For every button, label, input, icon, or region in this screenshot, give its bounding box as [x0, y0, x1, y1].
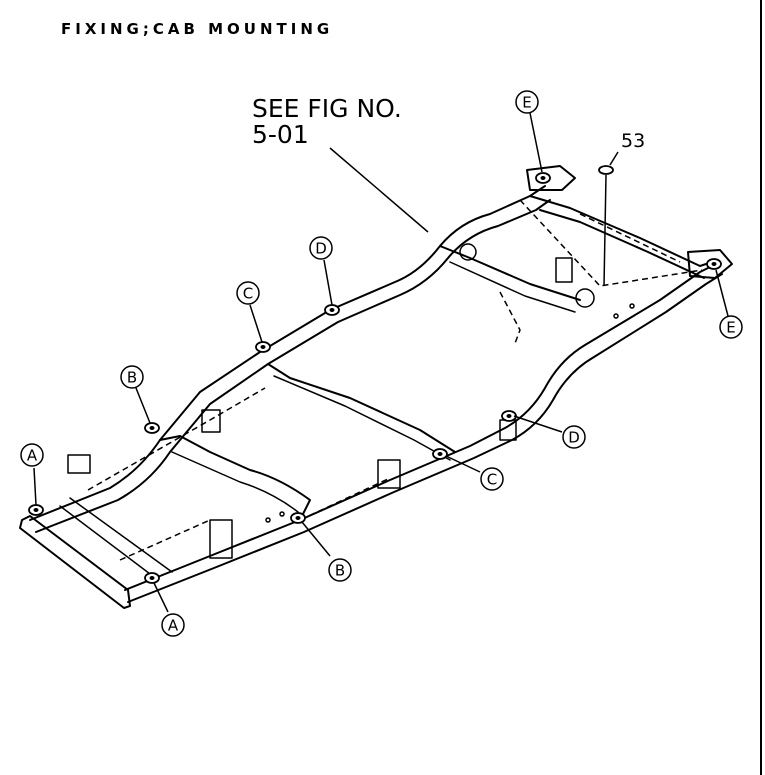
callout-d-left: D	[309, 236, 333, 260]
page-border-right	[760, 0, 762, 775]
reference-leader-line	[329, 147, 429, 233]
callout-letter: A	[27, 447, 38, 465]
bracket-left-mid	[201, 409, 221, 433]
reference-note-line-1: SEE FIG NO.	[252, 94, 402, 123]
mount-b-right	[290, 512, 306, 524]
callout-a-left: A	[20, 443, 44, 467]
mount-e-rear-right	[706, 258, 722, 270]
rear-right-mount-tab	[687, 249, 733, 279]
callout-e-rear-right: E	[719, 315, 743, 339]
callout-letter: C	[487, 471, 497, 489]
callout-a-front: A	[161, 613, 185, 637]
mount-d-right	[501, 410, 517, 422]
callout-e-rear-left: E	[515, 90, 539, 114]
bracket-front-left	[67, 454, 91, 474]
part-number-label: 53	[621, 130, 645, 152]
bracket-right-mid	[377, 459, 401, 489]
callout-letter: E	[522, 94, 531, 112]
reference-note-line-2: 5-01	[252, 120, 309, 149]
callout-b-left: B	[120, 365, 144, 389]
callout-letter: B	[127, 369, 137, 387]
callout-b-right: B	[328, 558, 352, 582]
mount-c-left	[255, 341, 271, 353]
part-53-leader	[603, 174, 607, 287]
mount-a-front	[144, 572, 160, 584]
callout-c-right: C	[480, 467, 504, 491]
callout-d-right: D	[562, 425, 586, 449]
callout-letter: B	[335, 562, 345, 580]
page-title: FIXING;CAB MOUNTING	[61, 20, 334, 38]
bracket-rear-center	[555, 257, 573, 283]
callout-letter: D	[315, 240, 327, 258]
rear-left-mount-tab	[526, 165, 576, 191]
callout-letter: D	[568, 429, 580, 447]
bracket-front-right	[209, 519, 233, 559]
callout-letter: A	[168, 617, 179, 635]
mount-e-rear-left	[535, 172, 551, 184]
callout-c-left: C	[236, 281, 260, 305]
mount-a-left	[28, 504, 44, 516]
part-number-leader	[609, 151, 619, 166]
callout-letter: E	[726, 319, 735, 337]
callout-leaders	[33, 112, 729, 613]
mount-d-left	[324, 304, 340, 316]
callout-letter: C	[243, 285, 253, 303]
cab-mounts	[28, 172, 722, 584]
mount-c-right	[432, 448, 448, 460]
mount-b-left	[144, 422, 160, 434]
part-53-plug	[598, 165, 614, 175]
